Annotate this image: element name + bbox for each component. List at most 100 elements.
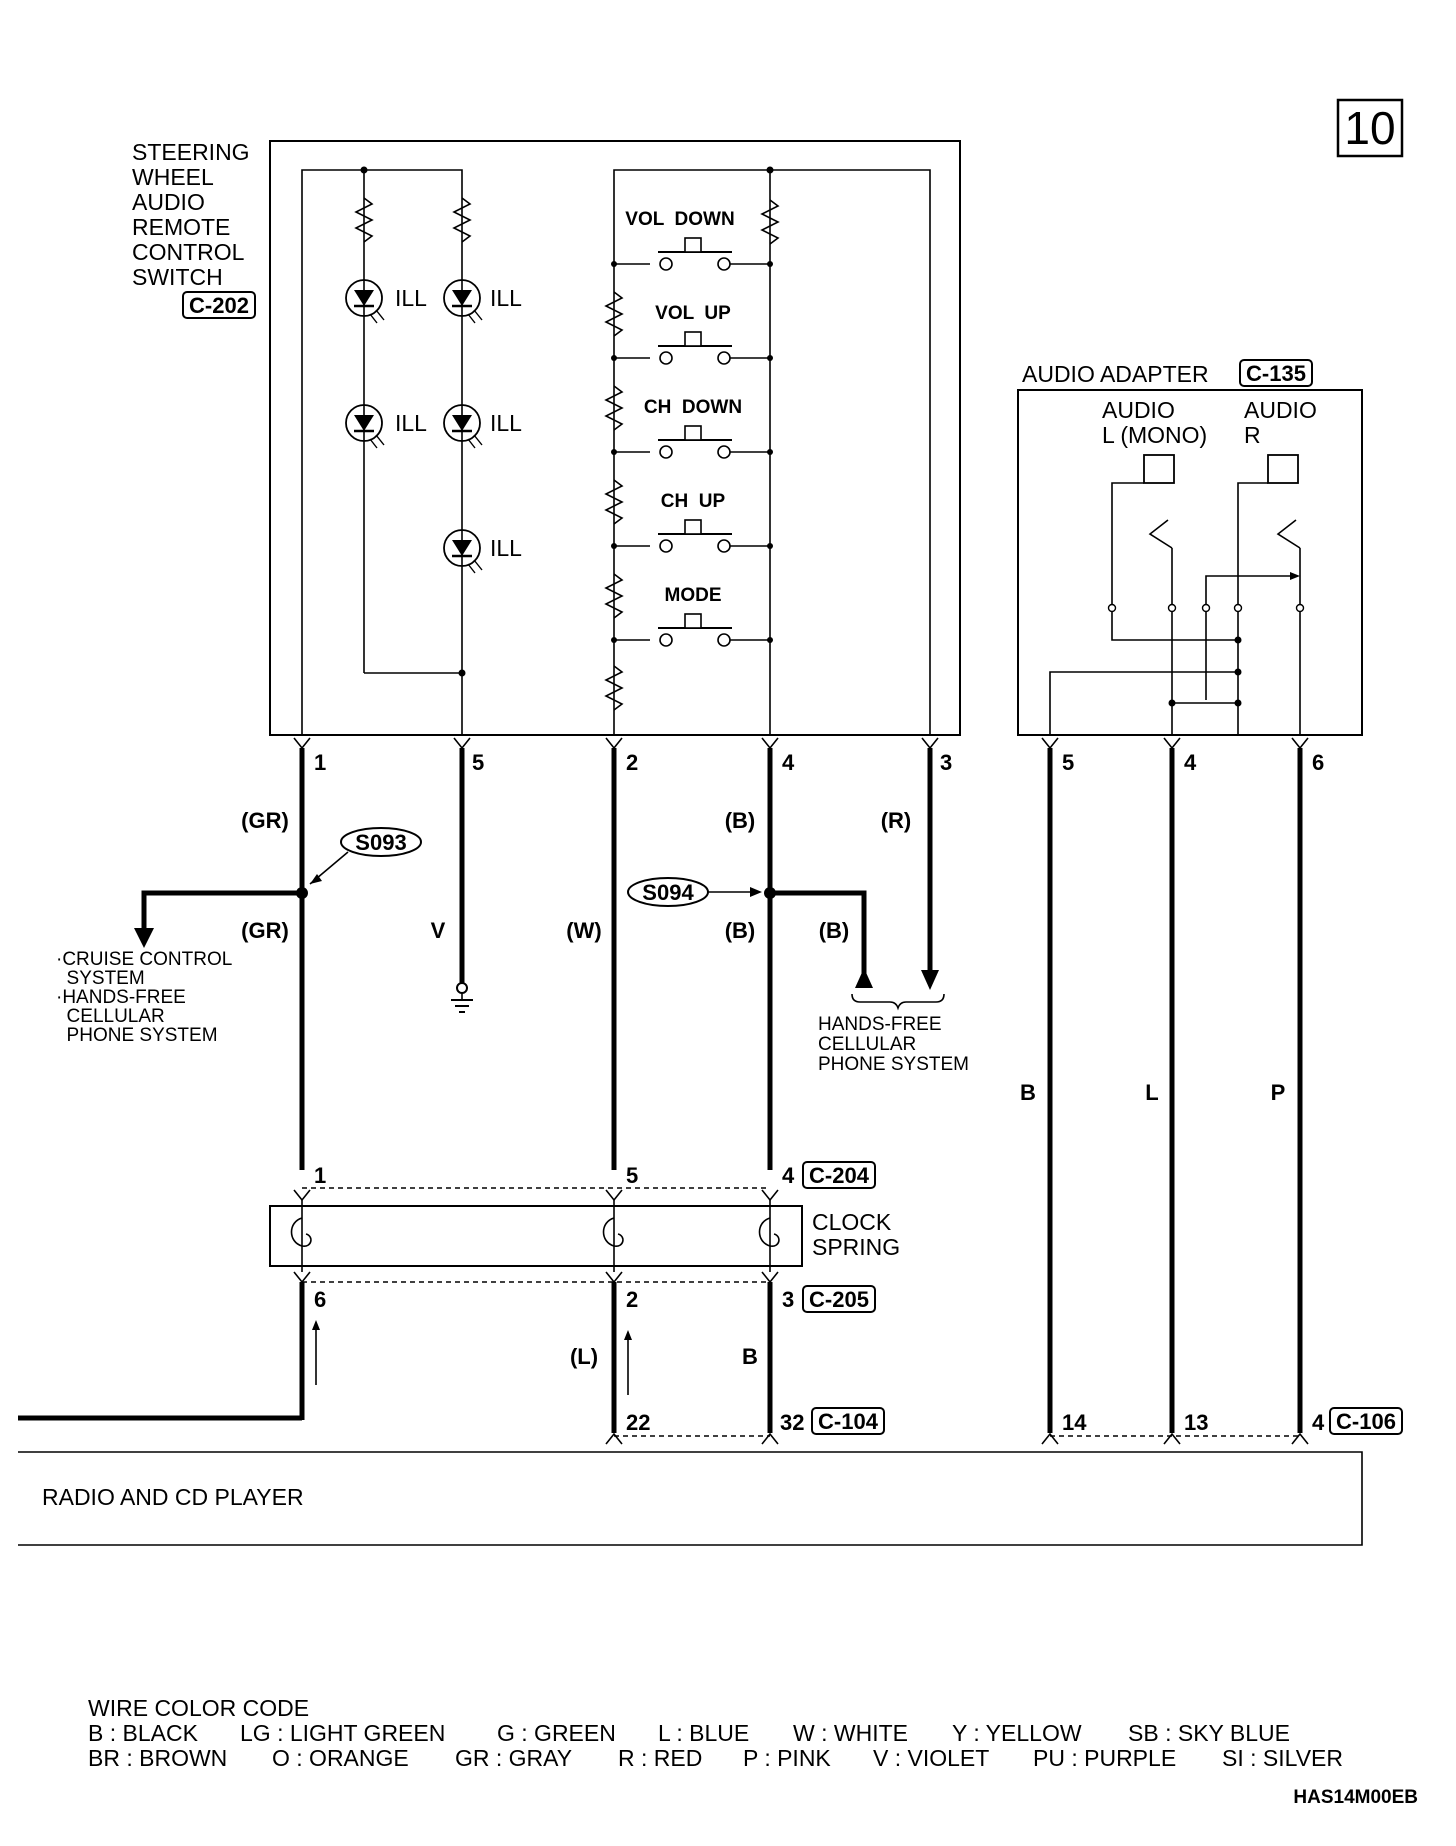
button-ch-down: CH DOWN xyxy=(644,397,742,418)
svg-text:13: 13 xyxy=(1184,1410,1208,1435)
svg-text:BR : BROWN: BR : BROWN xyxy=(88,1745,227,1771)
svg-text:CELLULAR: CELLULAR xyxy=(56,1006,165,1027)
svg-text:R : RED: R : RED xyxy=(618,1745,702,1771)
radio-wires xyxy=(18,1282,773,1433)
cruise-control-destination: ·CRUISE CONTROL SYSTEM ·HANDS-FREE CELLU… xyxy=(56,949,232,1046)
svg-text:32: 32 xyxy=(780,1410,804,1435)
svg-text:4: 4 xyxy=(782,750,795,775)
audio-adapter-pins: 5 4 6 B L P xyxy=(1020,737,1324,1433)
svg-text:AUDIO: AUDIO xyxy=(1102,397,1175,423)
svg-text:3: 3 xyxy=(940,750,952,775)
splice-s094: S094 xyxy=(627,877,762,907)
radio-connector-c104: C-104 xyxy=(818,1409,879,1434)
svg-text:(B): (B) xyxy=(725,918,756,943)
audio-adapter-jacks: AUDIO L (MONO) AUDIO R xyxy=(1049,397,1317,735)
illumination-led-icon xyxy=(442,528,484,575)
svg-text:4: 4 xyxy=(1312,1410,1325,1435)
svg-text:(L): (L) xyxy=(570,1344,598,1369)
wire-color-labels: (GR) (GR) V (W) (B) (B) (B) (R) (L) B xyxy=(241,808,911,1369)
svg-text:ILL: ILL xyxy=(490,410,522,436)
svg-text:ILL: ILL xyxy=(395,285,427,311)
svg-text:·HANDS-FREE: ·HANDS-FREE xyxy=(56,987,186,1008)
svg-text:SPRING: SPRING xyxy=(812,1234,900,1260)
svg-text:22: 22 xyxy=(626,1410,650,1435)
svg-text:6: 6 xyxy=(314,1287,326,1312)
audio-adapter-connector: C-135 xyxy=(1246,361,1306,386)
svg-text:(R): (R) xyxy=(881,808,912,833)
svg-text:B: B xyxy=(1020,1080,1036,1105)
illumination-led-icon xyxy=(344,403,386,450)
ch-up-switch-icon xyxy=(657,519,733,553)
clock-spring-upper-connector: C-204 xyxy=(809,1163,870,1188)
page-number-box: 10 xyxy=(1336,98,1404,158)
steering-switch-connector: C-202 xyxy=(189,293,249,318)
illumination-led-icon xyxy=(442,403,484,450)
svg-text:GR : GRAY: GR : GRAY xyxy=(455,1745,572,1771)
svg-text:ILL: ILL xyxy=(490,285,522,311)
svg-text:G : GREEN: G : GREEN xyxy=(497,1720,616,1746)
audio-adapter-label: AUDIO ADAPTER C-135 xyxy=(1022,359,1313,387)
svg-text:V : VIOLET: V : VIOLET xyxy=(873,1745,989,1771)
svg-text:AUDIO ADAPTER: AUDIO ADAPTER xyxy=(1022,361,1209,387)
radio-title: RADIO AND CD PLAYER xyxy=(42,1484,304,1510)
switch-ladder: VOL DOWN VOL UP CH DOWN CH UP MODE xyxy=(604,166,931,735)
wire-color-legend: WIRE COLOR CODE B : BLACK LG : LIGHT GRE… xyxy=(88,1695,1343,1771)
svg-text:S093: S093 xyxy=(355,830,406,855)
svg-text:WHEEL: WHEEL xyxy=(132,164,214,190)
svg-text:CONTROL: CONTROL xyxy=(132,239,245,265)
steering-switch-label: STEERING WHEEL AUDIO REMOTE CONTROL SWIT… xyxy=(132,139,256,319)
svg-text:ILL: ILL xyxy=(490,535,522,561)
ch-down-switch-icon xyxy=(657,425,733,459)
button-mode: MODE xyxy=(665,585,722,606)
svg-text:14: 14 xyxy=(1062,1410,1087,1435)
svg-text:HANDS-FREE: HANDS-FREE xyxy=(818,1014,942,1035)
svg-text:PHONE SYSTEM: PHONE SYSTEM xyxy=(818,1054,969,1075)
svg-text:CLOCK: CLOCK xyxy=(812,1209,892,1235)
svg-text:1: 1 xyxy=(314,1163,326,1188)
svg-text:SB : SKY BLUE: SB : SKY BLUE xyxy=(1128,1720,1290,1746)
svg-text:LG : LIGHT GREEN: LG : LIGHT GREEN xyxy=(240,1720,445,1746)
clock-spring-box xyxy=(269,1205,803,1267)
svg-text:L (MONO): L (MONO) xyxy=(1102,422,1207,448)
svg-text:4: 4 xyxy=(1184,750,1197,775)
mode-switch-icon xyxy=(657,613,733,647)
svg-text:AUDIO: AUDIO xyxy=(1244,397,1317,423)
steering-switch-box xyxy=(269,140,961,736)
svg-text:PHONE SYSTEM: PHONE SYSTEM xyxy=(56,1025,218,1046)
svg-text:PU : PURPLE: PU : PURPLE xyxy=(1033,1745,1176,1771)
vol-up-switch-icon xyxy=(657,331,733,365)
svg-text:B : BLACK: B : BLACK xyxy=(88,1720,199,1746)
svg-text:3: 3 xyxy=(782,1287,794,1312)
radio-connectors: 22 32 C-104 14 13 4 C-106 xyxy=(605,1407,1403,1445)
svg-text:(GR): (GR) xyxy=(241,918,289,943)
svg-text:AUDIO: AUDIO xyxy=(132,189,205,215)
button-vol-up: VOL UP xyxy=(655,303,731,324)
svg-text:R: R xyxy=(1244,422,1261,448)
page-number: 10 xyxy=(1344,102,1395,154)
diagram-code: HAS14M00EB xyxy=(1293,1787,1418,1808)
svg-text:CELLULAR: CELLULAR xyxy=(818,1034,916,1055)
svg-text:V: V xyxy=(431,918,446,943)
svg-text:SWITCH: SWITCH xyxy=(132,264,223,290)
svg-text:2: 2 xyxy=(626,750,638,775)
clock-spring: 1 5 4 C-204 CLOCK SPRING 6 2 3 C-205 xyxy=(269,1161,900,1313)
button-vol-down: VOL DOWN xyxy=(625,209,734,230)
svg-text:L : BLUE: L : BLUE xyxy=(658,1720,749,1746)
svg-text:5: 5 xyxy=(472,750,484,775)
svg-text:STEERING: STEERING xyxy=(132,139,250,165)
svg-text:1: 1 xyxy=(314,750,326,775)
button-ch-up: CH UP xyxy=(661,491,726,512)
svg-text:(W): (W) xyxy=(566,918,601,943)
svg-text:L: L xyxy=(1145,1080,1158,1105)
splice-s093: S093 xyxy=(309,827,422,885)
illumination-circuit: ILL ILL ILL ILL ILL xyxy=(301,166,522,735)
svg-text:(B): (B) xyxy=(819,918,850,943)
svg-text:(B): (B) xyxy=(725,808,756,833)
svg-text:W : WHITE: W : WHITE xyxy=(793,1720,908,1746)
illumination-led-icon xyxy=(442,278,484,325)
svg-text:5: 5 xyxy=(626,1163,638,1188)
svg-text:WIRE COLOR CODE: WIRE COLOR CODE xyxy=(88,1695,309,1721)
svg-text:B: B xyxy=(742,1344,758,1369)
audio-adapter-box xyxy=(1017,389,1363,736)
